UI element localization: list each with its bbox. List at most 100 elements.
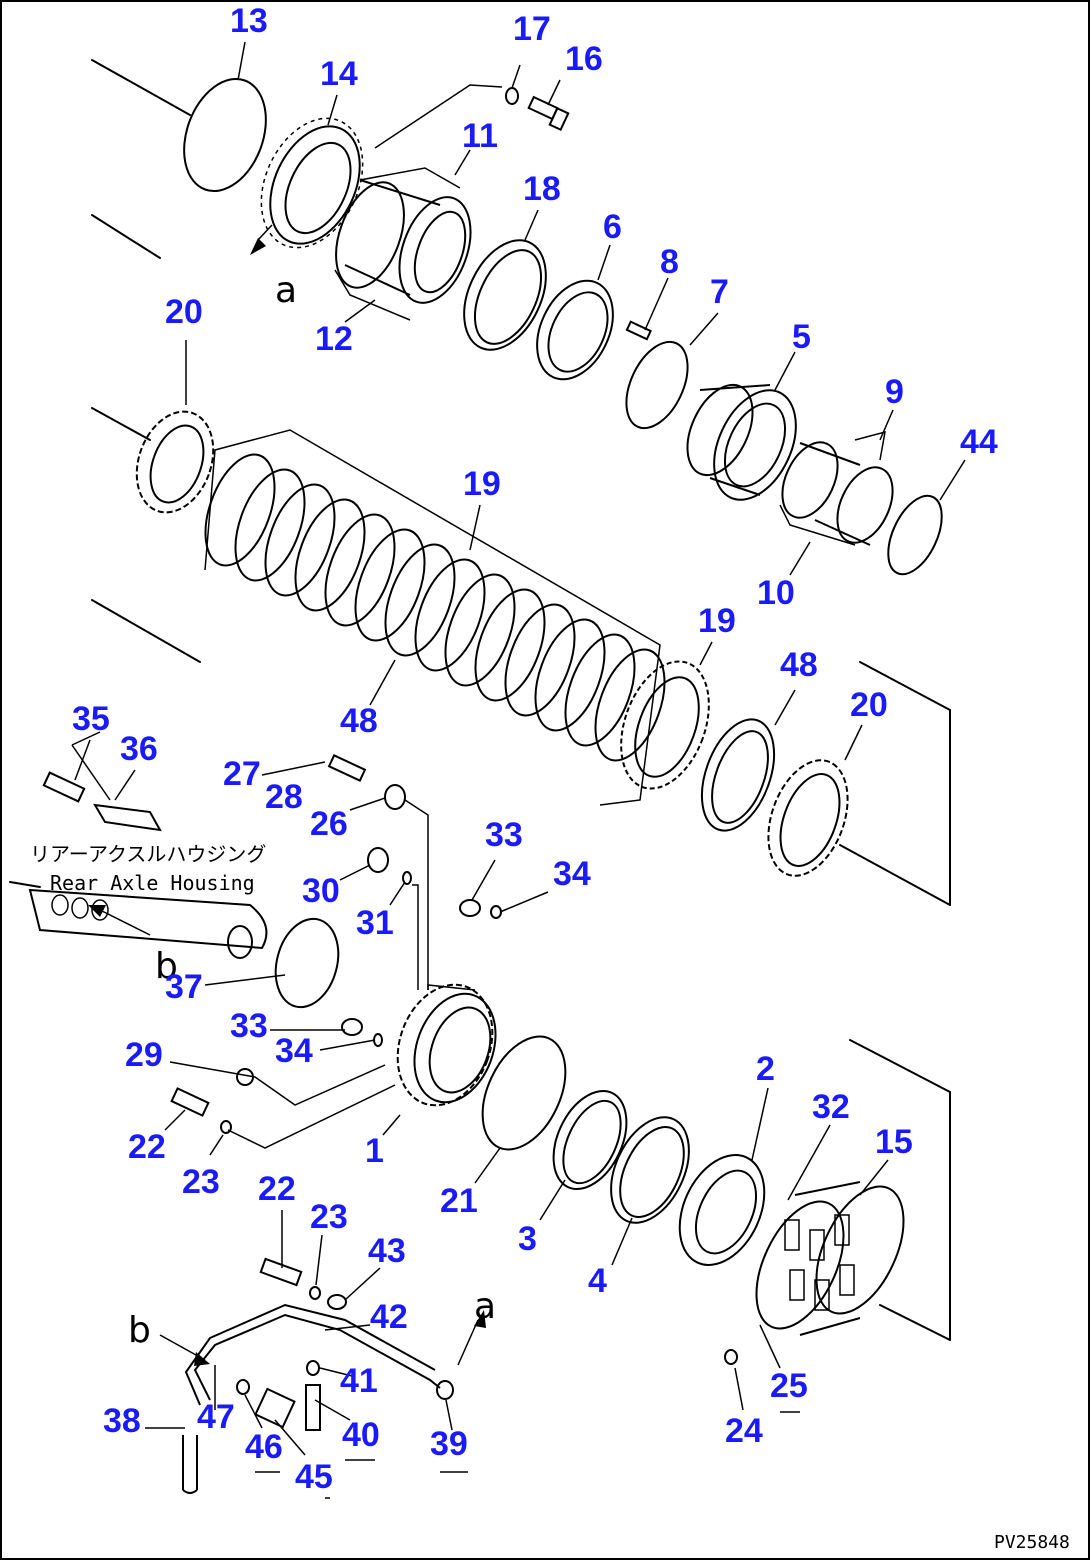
part-label: 44 bbox=[960, 423, 998, 461]
part-label: 10 bbox=[757, 574, 795, 612]
part-label: 16 bbox=[565, 40, 603, 78]
part-label: 2 bbox=[756, 1050, 775, 1088]
part-33-nut-mid bbox=[341, 1018, 363, 1036]
part-label: 32 bbox=[812, 1088, 850, 1126]
part-39-elbow bbox=[436, 1380, 454, 1400]
part-38-hose bbox=[182, 1435, 198, 1494]
part-45-fitting bbox=[254, 1387, 296, 1429]
part-label: 19 bbox=[698, 602, 736, 640]
part-label: 34 bbox=[553, 855, 591, 893]
part-48-plate bbox=[700, 718, 776, 832]
part-3-seal bbox=[552, 1089, 628, 1191]
part-label: 8 bbox=[660, 243, 679, 281]
part-30-fitting bbox=[367, 847, 389, 873]
part-4-seal bbox=[610, 1116, 690, 1224]
part-2-piston bbox=[678, 1154, 766, 1266]
part-number-labels: 13 14 17 16 11 18 6 8 7 12 5 9 44 20 19 … bbox=[72, 2, 998, 1496]
part-label: 19 bbox=[463, 465, 501, 503]
part-21-seal bbox=[481, 1035, 567, 1151]
view-letter-b-mid: b bbox=[155, 946, 178, 987]
part-label: 4 bbox=[588, 1262, 607, 1300]
part-label: 42 bbox=[370, 1298, 408, 1336]
part-46-washer bbox=[236, 1379, 250, 1395]
part-label: 21 bbox=[440, 1182, 478, 1220]
part-label: 9 bbox=[885, 373, 904, 411]
housing-label-jp: リアーアクスルハウジング bbox=[30, 842, 266, 866]
view-letter-a-bottom: a bbox=[474, 1286, 496, 1327]
part-22-bolt-upper bbox=[170, 1087, 210, 1117]
part-37-oring bbox=[274, 917, 340, 1009]
leader-lines bbox=[71, 41, 966, 1499]
part-26-fitting bbox=[384, 784, 429, 990]
part-label: 37 bbox=[165, 968, 203, 1006]
part-20-disc-top bbox=[135, 410, 215, 514]
part-label: 35 bbox=[72, 700, 110, 738]
part-label: 23 bbox=[310, 1198, 348, 1236]
part-20-disc-bottom bbox=[767, 759, 849, 877]
part-label: 15 bbox=[875, 1123, 913, 1161]
part-6-ring bbox=[536, 279, 614, 381]
part-label: 27 bbox=[223, 755, 261, 793]
part-33-nut-top bbox=[459, 899, 481, 917]
part-44-oring bbox=[887, 494, 943, 576]
view-arrows bbox=[88, 224, 486, 1366]
view-letter-a-top: a bbox=[275, 270, 297, 311]
part-36-bracket bbox=[71, 744, 162, 832]
part-label: 30 bbox=[302, 872, 340, 910]
rear-axle-housing-tube bbox=[28, 888, 268, 959]
part-label: 13 bbox=[230, 2, 268, 40]
figure-code: PV25848 bbox=[994, 1532, 1070, 1553]
part-label: 20 bbox=[850, 686, 888, 724]
part-label: 33 bbox=[485, 816, 523, 854]
clutch-disc-pack bbox=[204, 429, 710, 806]
part-18-ring bbox=[463, 239, 547, 351]
part-24-bolt bbox=[724, 1349, 738, 1365]
part-label: 18 bbox=[523, 170, 561, 208]
part-label: 48 bbox=[340, 702, 378, 740]
part-label: 7 bbox=[710, 273, 729, 311]
part-23-washer-upper bbox=[220, 1120, 232, 1134]
view-letter-b-bottom: b bbox=[128, 1310, 151, 1351]
part-label: 22 bbox=[128, 1128, 166, 1166]
part-5-hub bbox=[686, 383, 797, 501]
part-13-oring bbox=[183, 77, 267, 193]
part-label: 46 bbox=[245, 1428, 283, 1466]
part-35-bolt bbox=[42, 771, 86, 803]
part-43-clamp bbox=[327, 1294, 347, 1310]
housing-label: リアーアクスルハウジング Rear Axle Housing bbox=[30, 842, 266, 895]
part-9-sleeve bbox=[779, 430, 894, 546]
part-8-pin bbox=[625, 320, 652, 341]
part-31-washer bbox=[402, 871, 419, 990]
part-label: 23 bbox=[182, 1163, 220, 1201]
part-label: 38 bbox=[103, 1402, 141, 1440]
part-label: 36 bbox=[120, 730, 158, 768]
part-label: 24 bbox=[725, 1412, 763, 1450]
part-label: 26 bbox=[310, 805, 348, 843]
part-label: 40 bbox=[342, 1416, 380, 1454]
part-23-washer-lower bbox=[309, 1286, 321, 1300]
part-1-piston-housing bbox=[396, 983, 497, 1107]
part-label: 17 bbox=[513, 10, 551, 48]
part-28-bolt bbox=[327, 754, 367, 782]
part-label: 20 bbox=[165, 293, 203, 331]
part-40-connector bbox=[305, 1384, 321, 1431]
part-label: 6 bbox=[603, 208, 622, 246]
part-label: 31 bbox=[356, 904, 394, 942]
part-41-clip bbox=[306, 1360, 320, 1376]
part-label: 41 bbox=[340, 1362, 378, 1400]
part-label: 1 bbox=[365, 1132, 384, 1170]
part-label: 5 bbox=[792, 318, 811, 356]
part-15-spring-cage bbox=[755, 1181, 905, 1336]
part-label: 14 bbox=[320, 55, 358, 93]
part-16-bolt bbox=[527, 95, 570, 132]
part-7-snap-ring bbox=[625, 340, 689, 430]
part-label: 33 bbox=[230, 1007, 268, 1045]
part-42-pipe bbox=[184, 1303, 441, 1406]
part-label: 25 bbox=[770, 1367, 808, 1405]
axis-lines bbox=[9, 59, 951, 1341]
part-label: 3 bbox=[518, 1220, 537, 1258]
part-label: 12 bbox=[315, 320, 353, 358]
housing-label-en: Rear Axle Housing bbox=[50, 871, 255, 895]
